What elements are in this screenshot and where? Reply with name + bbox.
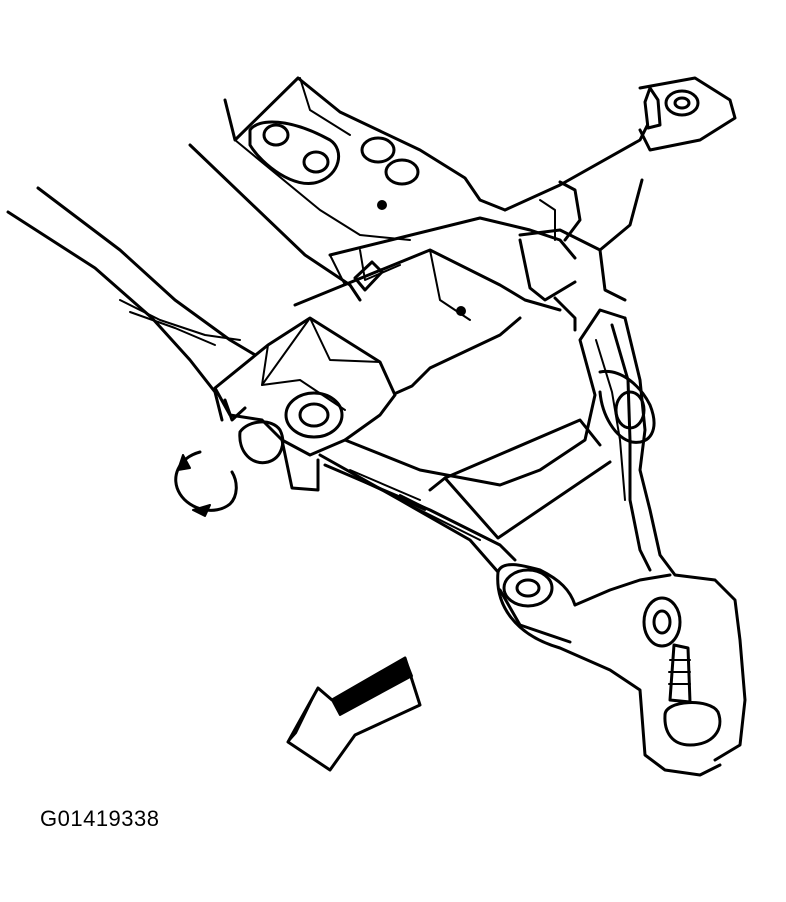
lower-control-arm xyxy=(318,308,747,777)
upper-body-section xyxy=(188,76,507,302)
rotation-arrow-icon xyxy=(174,450,238,517)
left-mount-bracket xyxy=(213,316,397,492)
figure-caption: G01419338 xyxy=(40,806,160,831)
ball-joint xyxy=(663,643,722,747)
right-mount-tower xyxy=(503,76,737,332)
left-frame-rail xyxy=(6,186,274,422)
front-direction-arrow-icon xyxy=(286,656,422,772)
